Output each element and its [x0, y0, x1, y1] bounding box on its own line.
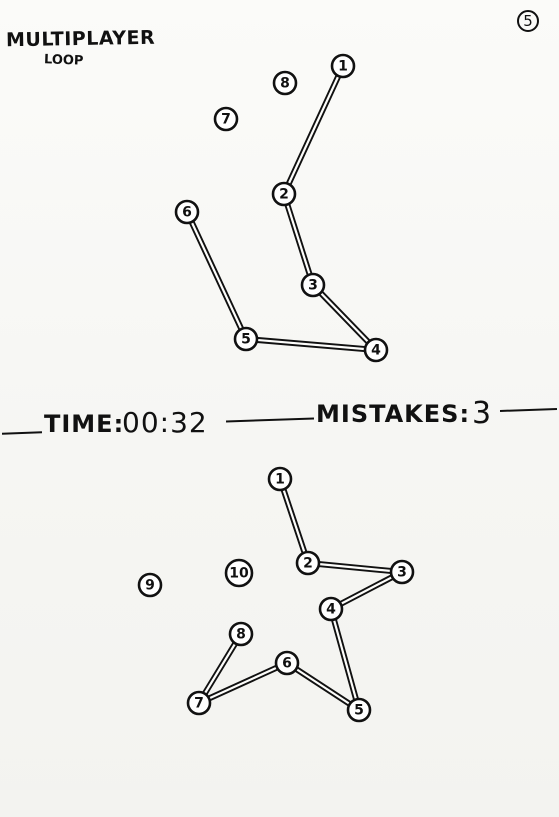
dot-number: 4	[326, 602, 336, 618]
dot-circle[interactable]	[186, 690, 212, 716]
dot-10[interactable]: 10	[224, 558, 254, 588]
dot-circle[interactable]	[272, 70, 298, 96]
dot-number: 6	[282, 656, 292, 672]
dot-1[interactable]: 1	[267, 466, 293, 492]
dot-circle[interactable]	[363, 337, 389, 363]
dot-circle[interactable]	[346, 697, 372, 723]
dot-circle[interactable]	[389, 559, 415, 585]
dot-6[interactable]: 6	[274, 650, 300, 676]
connection-line-2-3	[282, 192, 315, 287]
connection-line-2-3	[306, 561, 404, 574]
connection-line-1-2	[278, 477, 310, 565]
dot-circle[interactable]	[224, 558, 254, 588]
dot-2[interactable]: 2	[295, 550, 321, 576]
dot-circle[interactable]	[300, 272, 326, 298]
dot-9[interactable]: 9	[137, 572, 163, 598]
dot-circle[interactable]	[267, 466, 293, 492]
connection-line-5-6	[285, 661, 361, 712]
dot-circle[interactable]	[233, 326, 259, 352]
dot-4[interactable]: 4	[318, 596, 344, 622]
dot-circle[interactable]	[271, 181, 297, 207]
connection-line-5-6	[185, 210, 248, 341]
dot-number: 3	[308, 278, 318, 294]
connection-line-4-5	[244, 337, 378, 352]
dot-circle[interactable]	[174, 199, 200, 225]
dot-5[interactable]: 5	[233, 326, 259, 352]
dot-circle[interactable]	[330, 53, 356, 79]
dot-5[interactable]: 5	[346, 697, 372, 723]
connection-line-6-7	[197, 661, 289, 705]
dot-number: 10	[229, 566, 249, 582]
top-player-board[interactable]: 1 8 7 2 6 3 5 4	[0, 0, 559, 390]
dot-circle[interactable]	[318, 596, 344, 622]
dot-number: 4	[371, 343, 381, 359]
dot-number: 5	[241, 332, 251, 348]
connection-line-4-5	[329, 607, 361, 712]
dot-number: 5	[354, 703, 364, 719]
dot-7[interactable]: 7	[213, 106, 239, 132]
dot-6[interactable]: 6	[174, 199, 200, 225]
connection-line-3-4	[329, 570, 404, 611]
dot-1[interactable]: 1	[330, 53, 356, 79]
timer-value: 00:32	[122, 406, 208, 439]
dot-number: 8	[280, 76, 290, 92]
dot-number: 9	[145, 578, 155, 594]
dot-number: 8	[236, 627, 246, 643]
dot-8[interactable]: 8	[272, 70, 298, 96]
connection-line-1-2	[282, 64, 345, 196]
dot-4[interactable]: 4	[363, 337, 389, 363]
dot-number: 7	[194, 696, 204, 712]
dot-number: 7	[221, 112, 231, 128]
dot-2[interactable]: 2	[271, 181, 297, 207]
dot-circle[interactable]	[295, 550, 321, 576]
dot-number: 2	[303, 556, 313, 572]
dot-number: 6	[182, 205, 192, 221]
dot-3[interactable]: 3	[389, 559, 415, 585]
dot-circle[interactable]	[274, 650, 300, 676]
connection-lines	[184, 63, 379, 353]
dot-number: 1	[338, 59, 348, 75]
dot-circle[interactable]	[137, 572, 163, 598]
mistakes-label: MISTAKES:	[316, 400, 471, 428]
dot-circle[interactable]	[213, 106, 239, 132]
timer-label: TIME:	[44, 410, 125, 438]
connection-line-3-4	[311, 283, 378, 352]
dot-3[interactable]: 3	[300, 272, 326, 298]
connection-lines	[196, 476, 405, 713]
connection-line-7-8	[197, 632, 243, 705]
page-number-badge: 5	[517, 10, 539, 32]
mistakes-counter: 3	[472, 396, 492, 431]
dot-number: 2	[279, 187, 289, 203]
dot-number: 1	[275, 472, 285, 488]
dot-7[interactable]: 7	[186, 690, 212, 716]
dot-circle[interactable]	[228, 621, 254, 647]
dot-number: 3	[397, 565, 407, 581]
dot-8[interactable]: 8	[228, 621, 254, 647]
